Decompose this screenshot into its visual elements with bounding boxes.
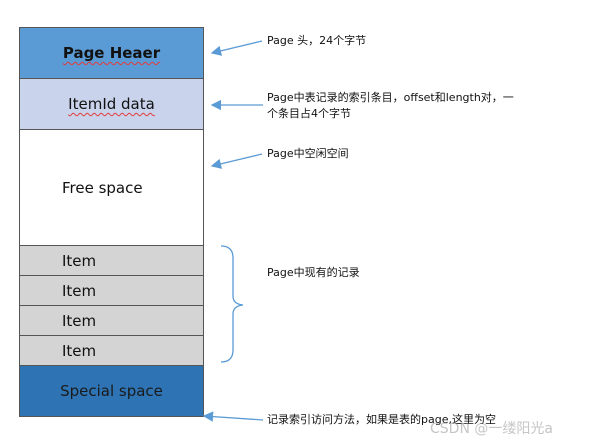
csdn-watermark: CSDN @一缕阳光a [430, 421, 553, 437]
item-block: Item [20, 246, 203, 276]
item-label: Item [62, 311, 97, 330]
free-space-block: Free space [20, 130, 203, 246]
items-brace [220, 245, 244, 363]
itemid-data-label: ItemId data [68, 95, 155, 113]
special-arrow [202, 411, 264, 422]
itemid-note-line1: Page中表记录的索引条目，offset和length对，一 [267, 91, 514, 104]
special-space-note: 记录索引访问方法，如果是表的page,这里为空 [267, 413, 496, 426]
item-label: Item [62, 251, 97, 270]
item-block: Item [20, 276, 203, 306]
page-header-label: Page Heaer [62, 44, 161, 62]
itemid-note-line2: 个条目占4个字节 [267, 107, 351, 120]
item-label: Item [62, 281, 97, 300]
free-arrow [210, 153, 263, 169]
item-block: Item [20, 336, 203, 366]
itemid-data-block: ItemId data [20, 79, 203, 130]
header-arrow [210, 40, 263, 56]
free-space-note: Page中空闲空间 [267, 147, 349, 160]
item-label: Item [62, 341, 97, 360]
header-note: Page 头，24个字节 [267, 34, 367, 47]
items-note: Page中现有的记录 [267, 266, 360, 279]
special-space-block: Special space [20, 366, 203, 416]
special-space-label: Special space [60, 382, 163, 400]
free-space-label: Free space [62, 178, 143, 197]
page-layout-stack: Page Heaer ItemId data Free space Item I… [19, 27, 204, 417]
item-block: Item [20, 306, 203, 336]
page-header-block: Page Heaer [20, 28, 203, 79]
